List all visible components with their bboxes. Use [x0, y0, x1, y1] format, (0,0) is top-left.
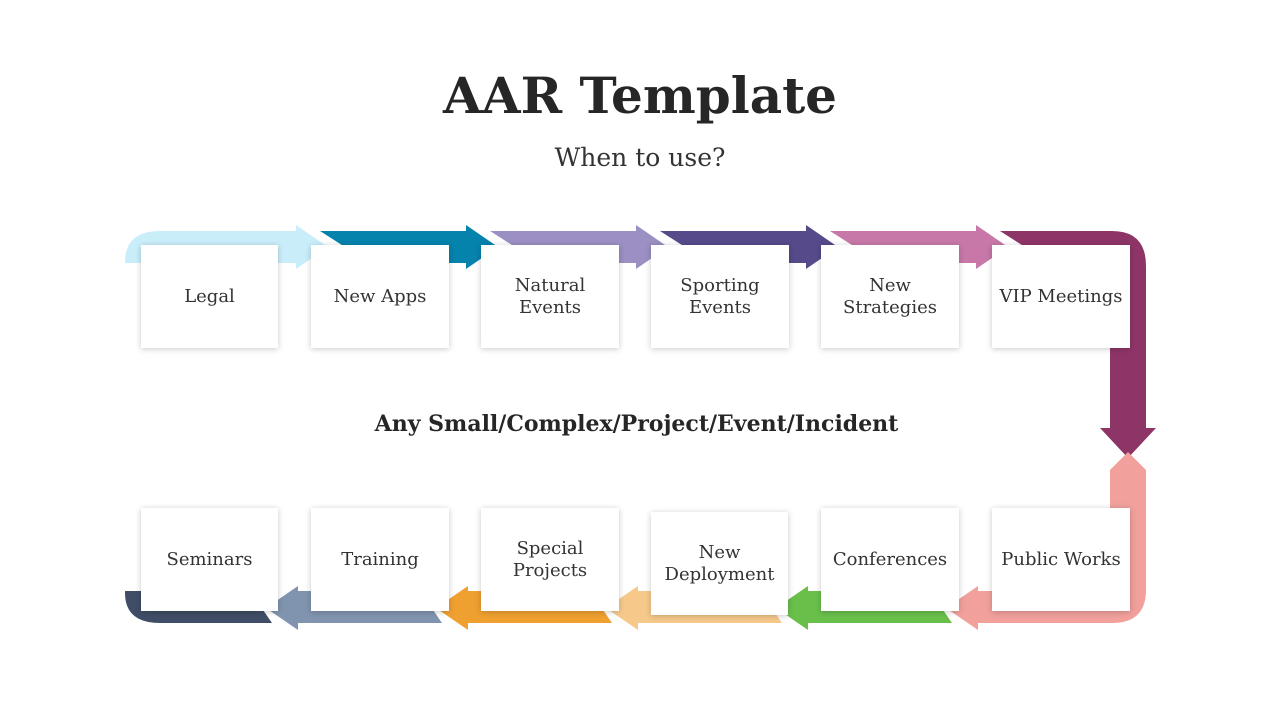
step-label: Training	[341, 548, 419, 570]
step-label: Legal	[184, 285, 235, 307]
step-label: New Apps	[333, 285, 427, 307]
step-box-conferences: Conferences	[821, 508, 959, 611]
page-title: AAR Template	[443, 66, 837, 125]
step-box-legal: Legal	[141, 245, 278, 348]
step-label: Public Works	[1001, 548, 1121, 570]
page-subtitle: When to use?	[554, 143, 726, 172]
step-box-training: Training	[311, 508, 449, 611]
step-box-seminars: Seminars	[141, 508, 278, 611]
step-label: New Deployment	[664, 541, 775, 585]
step-box-natural-events: Natural Events	[481, 245, 619, 348]
center-caption: Any Small/Complex/Project/Event/Incident	[374, 411, 899, 437]
step-label: Conferences	[832, 548, 948, 570]
step-label: VIP Meetings	[999, 285, 1123, 307]
step-label: New Strategies	[843, 274, 937, 318]
step-box-new-deployment: New Deployment	[651, 512, 788, 615]
step-box-special-projects: Special Projects	[481, 508, 619, 611]
step-label: Natural Events	[514, 274, 586, 318]
step-box-public-works: Public Works	[992, 508, 1130, 611]
step-box-vip-meetings: VIP Meetings	[992, 245, 1130, 348]
step-box-new-apps: New Apps	[311, 245, 449, 348]
step-label: Special Projects	[512, 537, 588, 581]
step-label: Sporting Events	[680, 274, 760, 318]
step-box-sporting-events: Sporting Events	[651, 245, 789, 348]
step-box-new-strategies: New Strategies	[821, 245, 959, 348]
step-label: Seminars	[166, 548, 253, 570]
